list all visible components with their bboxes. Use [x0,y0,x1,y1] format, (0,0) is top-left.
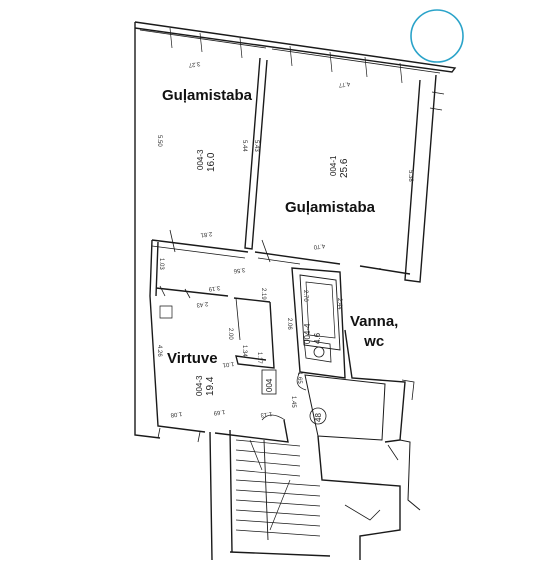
dim-543: 5.43 [253,140,259,152]
room-label-kitchen: Virtuve [167,350,218,367]
dim-544: 5.44 [241,140,247,152]
dim-145: 1.45 [290,396,296,408]
room-id-1: 004-3 [196,149,205,170]
marker-circle [410,9,464,63]
room-id-3: 004-3 [195,375,204,396]
dim-477: 4.77 [338,80,351,88]
room-label-bedroom-2: Guļamistaba [285,199,376,216]
dim-270: 2.70 [302,290,308,302]
apartment-number: 004 [265,378,274,392]
bathroom-walls [291,267,346,379]
dim-426: 4.26 [156,345,162,357]
dim-134: 1.34 [241,345,247,357]
dim-103: 1.03 [158,258,164,270]
dim-319: 3.19 [208,284,221,292]
dim-113: 1.13 [260,410,273,418]
room-area-4: 4.6 [313,332,322,344]
dim-101: 1.01 [222,360,235,368]
dim-200: 2.00 [227,328,233,340]
top-facade-wall [134,21,457,73]
right-wall [404,74,437,283]
apartment-number-box [261,369,277,395]
dim-327: 3.27 [188,60,201,68]
dim-281: 2.81 [200,230,213,238]
dim-356: 3.56 [233,266,246,274]
window-marks [169,27,403,84]
stairwell [209,429,401,561]
dim-244: 2.44 [336,298,342,310]
room-id-4: 004-4 [303,323,312,344]
dim-108: 1.08 [170,410,183,418]
room-label-bathroom: Vanna, wc [350,312,398,352]
dim-117: 1.17 [256,352,262,364]
room-label-bathroom-line1: Vanna, [350,313,399,330]
room-area-3: 19.4 [205,376,216,396]
dim-538: 5.38 [407,170,413,182]
room-id-2: 004-1 [329,155,338,176]
room-label-bedroom-1: Guļamistaba [162,87,253,104]
bedroom-bottom-wall [151,239,411,275]
dim-243: 2.43 [196,300,209,308]
kitchen-walls [149,295,289,443]
room-area-2: 25.6 [339,158,350,178]
dim-550: 5.50 [156,135,162,147]
dim-219: 2.19 [260,288,266,300]
bedroom-partition [244,57,268,250]
stair-mark-circle [309,407,327,425]
room-area-1: 16.0 [206,152,217,172]
outer-wall [134,22,161,439]
dim-206: 2.06 [286,318,292,330]
dim-165: 1.65 [296,372,302,384]
room-label-bathroom-line2: wc [364,333,385,350]
hall-walls [344,329,406,443]
dim-470: 4.70 [313,242,326,250]
stair-mark: 48 [314,413,323,422]
dim-169: 1.69 [213,408,226,416]
